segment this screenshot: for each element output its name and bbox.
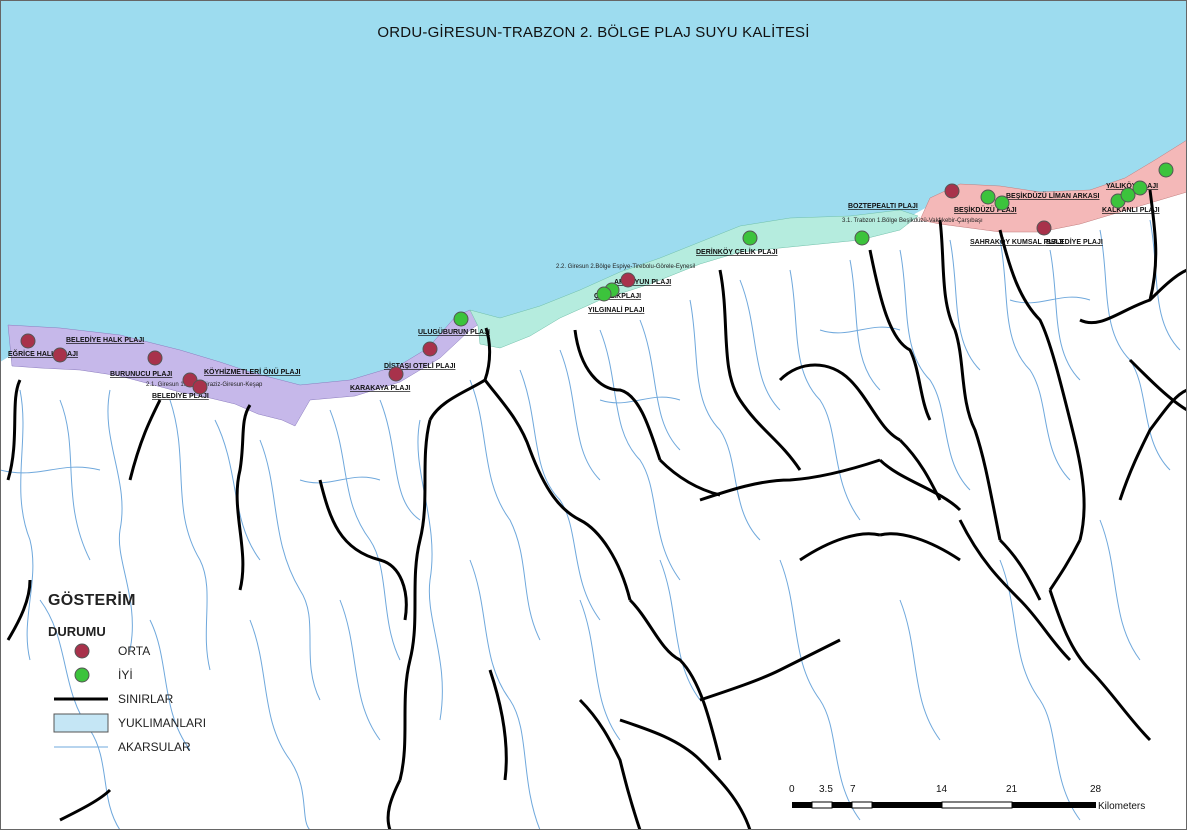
legend-label-iyi: İYİ bbox=[118, 668, 133, 682]
beach-marker-iyi bbox=[1120, 187, 1136, 203]
beach-label: BELEDİYE PLAJI bbox=[152, 392, 209, 400]
zone-pink bbox=[919, 139, 1187, 233]
beach-label: KARAKAYA PLAJI bbox=[350, 385, 410, 392]
beach-label: KÖYHİZMETLERİ ÖNÜ PLAJI bbox=[204, 367, 301, 376]
beach-marker-orta bbox=[944, 183, 960, 199]
legend-item-akarsular: AKARSULAR bbox=[48, 735, 238, 759]
iyi-marker-icon bbox=[74, 667, 90, 683]
legend-item-iyi: İYİ bbox=[48, 663, 238, 687]
beach-label: SAHRAKÖY KUMSAL PLAJI bbox=[970, 237, 1064, 246]
beach-label: KALKANLI PLAJI bbox=[1102, 207, 1160, 214]
legend-label-sinirlar: SINIRLAR bbox=[118, 692, 174, 706]
beach-labels: BELEDİYE HALK PLAJI EĞRİCE HALK PLAJI BU… bbox=[8, 181, 1160, 400]
legend-subtitle: DURUMU bbox=[48, 624, 106, 639]
beach-marker-orta bbox=[52, 347, 68, 363]
beach-label: BOZTEPEALTI PLAJI bbox=[848, 203, 918, 210]
beach-marker-iyi bbox=[453, 311, 469, 327]
beach-label: ULUGÜBURUN PLAJI bbox=[418, 327, 490, 336]
borders bbox=[6, 189, 1187, 830]
zone-teal bbox=[469, 209, 919, 349]
beach-marker-iyi bbox=[1158, 162, 1174, 178]
beach-marker-orta bbox=[620, 272, 636, 288]
legend-label-akarsular: AKARSULAR bbox=[118, 740, 191, 754]
legend: GÖSTERİM DURUMU ORTA İYİ SINIRLAR YUKLIM… bbox=[48, 592, 238, 759]
beach-marker-iyi bbox=[742, 230, 758, 246]
river-line-icon bbox=[54, 746, 108, 748]
beach-marker-orta bbox=[1036, 220, 1052, 236]
beach-marker-iyi bbox=[994, 195, 1010, 211]
zone-purple bbox=[7, 309, 483, 427]
beach-label: BEŞİKDÜZÜ PLAJI bbox=[954, 205, 1017, 214]
legend-label-yuklimanlari: YUKLIMANLARI bbox=[118, 716, 207, 730]
port-area-icon bbox=[53, 713, 109, 733]
beach-marker-iyi bbox=[596, 286, 612, 302]
scale-tick-5: 28 bbox=[1090, 784, 1102, 795]
legend-item-orta: ORTA bbox=[48, 639, 238, 663]
border-line-icon bbox=[54, 697, 108, 701]
scale-tick-1: 3.5 bbox=[819, 784, 833, 795]
legend-title: GÖSTERİM bbox=[48, 592, 136, 609]
zone-label: 2.2. Giresun 2.Bölge Espiye-Tirebolu-Gör… bbox=[556, 264, 695, 270]
beach-label: BEŞİKDÜZÜ LİMAN ARKASI bbox=[1006, 191, 1100, 200]
beach-marker-orta bbox=[147, 350, 163, 366]
scale-tick-0: 0 bbox=[789, 784, 795, 795]
zone-label: 3.1. Trabzon 1.Bölge Beşikdüzü-Vakfıkebi… bbox=[842, 218, 983, 224]
beach-marker-iyi bbox=[1132, 180, 1148, 196]
scale-bar-graphic bbox=[792, 801, 1096, 809]
legend-label-orta: ORTA bbox=[118, 644, 151, 658]
beach-marker-orta bbox=[388, 366, 404, 382]
legend-item-sinirlar: SINIRLAR bbox=[48, 687, 238, 711]
beach-label: BURUNUCU PLAJI bbox=[110, 371, 172, 378]
scale-tick-3: 14 bbox=[936, 784, 948, 795]
beach-marker-orta bbox=[192, 379, 208, 395]
beach-label: DİŞTAŞI OTELİ PLAJI bbox=[384, 362, 455, 370]
beach-label: YALIKÖY PLAJI bbox=[1106, 181, 1158, 190]
beach-label: ÇAMLIKPLAJI bbox=[594, 293, 641, 300]
scale-unit: Kilometers bbox=[1098, 801, 1146, 812]
beach-label: AKKOYUN PLAJI bbox=[614, 279, 671, 286]
scale-tick-2: 7 bbox=[850, 784, 856, 795]
scale-bar: 0 3.5 7 14 21 28 Kilometers bbox=[780, 784, 1180, 824]
orta-marker-icon bbox=[74, 643, 90, 659]
beach-points bbox=[20, 162, 1174, 395]
beach-label: BELEDİYE PLAJI bbox=[1046, 238, 1103, 246]
legend-item-yuklimanlari: YUKLIMANLARI bbox=[48, 711, 238, 735]
beach-label: YILGINALİ PLAJI bbox=[588, 306, 644, 314]
beach-marker-iyi bbox=[980, 189, 996, 205]
scale-tick-4: 21 bbox=[1006, 784, 1018, 795]
beach-label: BELEDİYE HALK PLAJI bbox=[66, 336, 144, 344]
rivers bbox=[0, 219, 1181, 830]
beach-marker-orta bbox=[20, 333, 36, 349]
land bbox=[0, 150, 1187, 830]
beach-marker-orta bbox=[422, 341, 438, 357]
beach-marker-iyi bbox=[854, 230, 870, 246]
beach-label: DERİNKÖY ÇELİK PLAJI bbox=[696, 247, 778, 256]
map-title: ORDU-GİRESUN-TRABZON 2. BÖLGE PLAJ SUYU … bbox=[377, 24, 810, 41]
beach-label: EĞRİCE HALK PLAJI bbox=[8, 349, 78, 358]
